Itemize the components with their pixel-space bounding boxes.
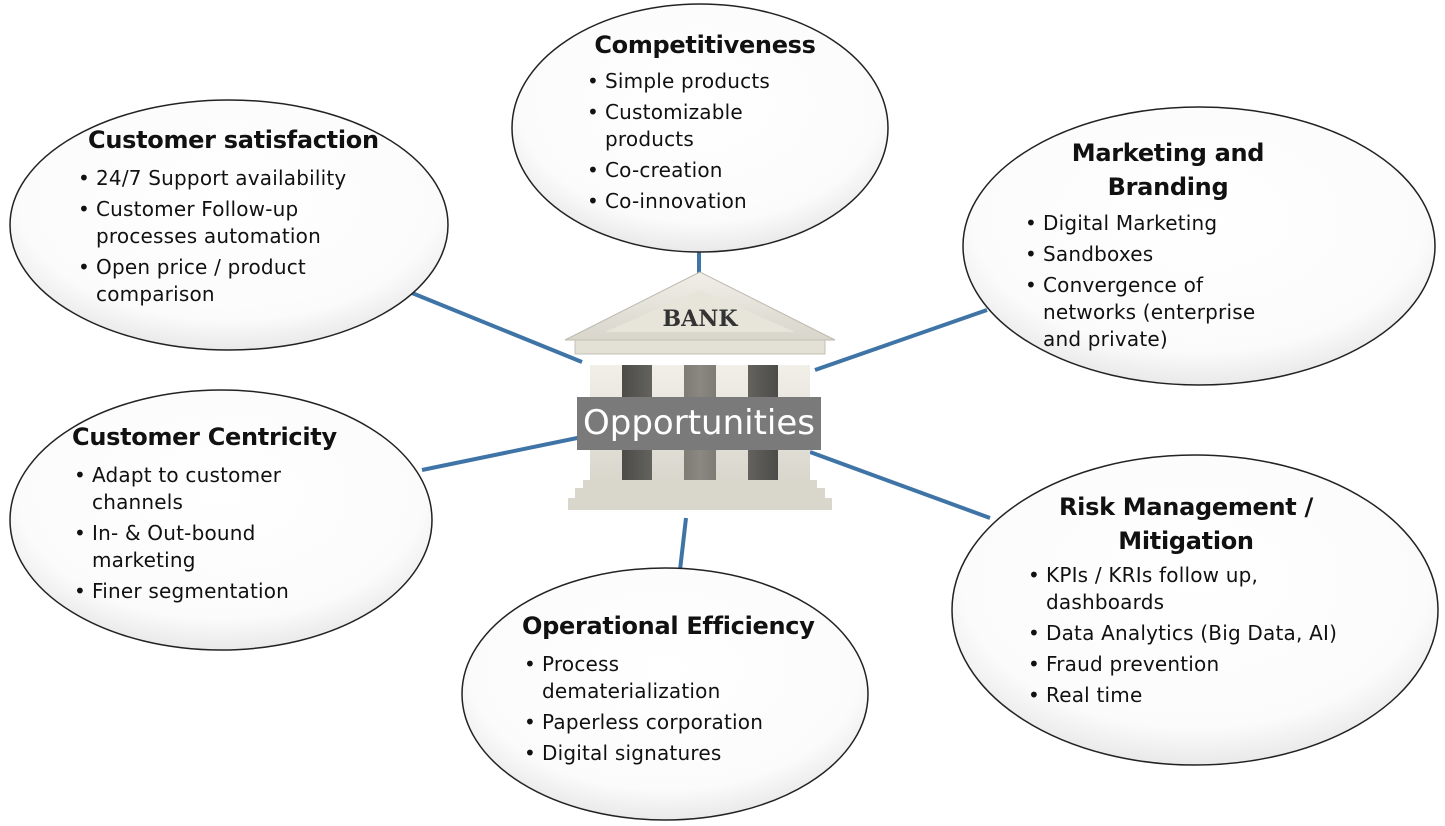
list-item: Adapt to customer channels bbox=[72, 462, 312, 516]
list-item: Fraud prevention bbox=[1026, 651, 1366, 678]
node-competitiveness: Competitiveness Simple products Customiz… bbox=[585, 28, 825, 219]
list-item: Digital signatures bbox=[522, 740, 822, 767]
node-customer-satisfaction: Customer satisfaction 24/7 Support avail… bbox=[76, 123, 396, 312]
connector-customer-satisfaction bbox=[411, 291, 583, 364]
connector-operational bbox=[678, 517, 688, 571]
connectors bbox=[411, 248, 991, 571]
node-title: Risk Management / Mitigation bbox=[1059, 493, 1313, 555]
list-item: Convergence of networks (enterprise and … bbox=[1023, 272, 1283, 353]
list-item: Real time bbox=[1026, 682, 1366, 709]
list-item: Simple products bbox=[585, 68, 825, 95]
bank-logo-text: BANK bbox=[662, 306, 738, 332]
list-item: Digital Marketing bbox=[1023, 210, 1313, 237]
center-label: Opportunities bbox=[577, 397, 821, 450]
node-title: Operational Efficiency bbox=[522, 612, 815, 640]
node-marketing: Marketing and Branding Digital Marketing… bbox=[1023, 136, 1313, 357]
list-item: Process dematerialization bbox=[522, 651, 742, 705]
node-risk: Risk Management / Mitigation KPIs / KRIs… bbox=[1026, 490, 1366, 713]
node-title: Marketing and Branding bbox=[1071, 139, 1265, 201]
node-title: Competitiveness bbox=[594, 31, 816, 59]
node-customer-centricity: Customer Centricity Adapt to customer ch… bbox=[72, 420, 372, 609]
list-item: Co-creation bbox=[585, 157, 825, 184]
list-item: KPIs / KRIs follow up, dashboards bbox=[1026, 562, 1296, 616]
node-operational: Operational Efficiency Process demateria… bbox=[522, 609, 822, 771]
list-item: Open price / product comparison bbox=[76, 254, 336, 308]
list-item: Sandboxes bbox=[1023, 241, 1313, 268]
node-title: Customer satisfaction bbox=[88, 126, 379, 154]
list-item: Customer Follow-up processes automation bbox=[76, 196, 356, 250]
connector-customer-centricity bbox=[421, 435, 583, 472]
list-item: Customizable products bbox=[585, 99, 765, 153]
list-item: Finer segmentation bbox=[72, 578, 372, 605]
list-item: Co-innovation bbox=[585, 188, 825, 215]
list-item: Data Analytics (Big Data, AI) bbox=[1026, 620, 1366, 647]
connector-risk bbox=[809, 450, 991, 520]
list-item: In- & Out-bound marketing bbox=[72, 520, 292, 574]
connector-marketing bbox=[814, 308, 988, 372]
list-item: Paperless corporation bbox=[522, 709, 822, 736]
list-item: 24/7 Support availability bbox=[76, 165, 396, 192]
node-title: Customer Centricity bbox=[72, 423, 337, 451]
